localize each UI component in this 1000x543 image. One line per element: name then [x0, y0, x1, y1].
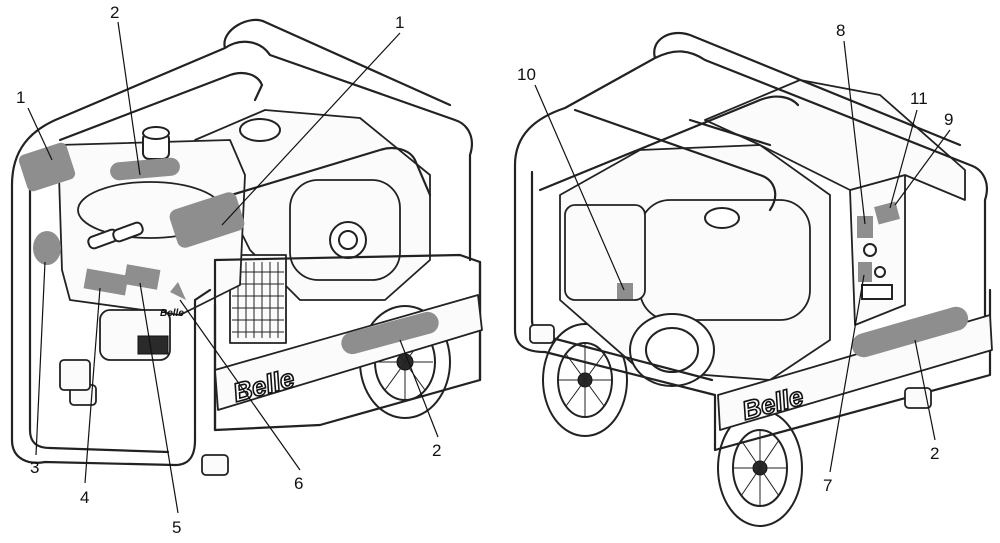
- right-generator-unit: Belle: [513, 32, 993, 527]
- callout-1-left-upper: 1: [16, 88, 25, 107]
- left-label-2a: [110, 157, 180, 181]
- left-label-2b: [341, 311, 439, 355]
- right-wheel-front: [717, 409, 803, 527]
- callout-10: 10: [517, 65, 536, 84]
- left-filler-cap: [142, 126, 170, 160]
- right-socket-plate: [861, 284, 893, 300]
- left-label-4: [83, 268, 129, 296]
- right-fuel-cap: [704, 207, 740, 229]
- callout-2-left-rail: 2: [432, 441, 441, 460]
- callout-4: 4: [80, 488, 89, 507]
- left-brand-small: Belle: [160, 308, 184, 319]
- left-label-5: [123, 264, 161, 290]
- left-label-6: [170, 282, 186, 300]
- callout-11: 11: [910, 89, 928, 108]
- callout-5: 5: [172, 518, 181, 537]
- callout-3: 3: [30, 458, 39, 477]
- callout-2-right-rail: 2: [930, 444, 939, 463]
- callout-7: 7: [823, 476, 832, 495]
- leader-lines: [27, 21, 951, 514]
- right-label-8: [857, 216, 873, 238]
- left-generator-unit: Belle Belle: [10, 18, 483, 476]
- callout-numbers: 1 2 1 3 4 5 6 2 10 8 11 9 7 2: [16, 3, 953, 537]
- right-label-7: [858, 262, 872, 282]
- left-label-3: [33, 231, 61, 265]
- callout-8: 8: [836, 21, 845, 40]
- left-pump: [99, 309, 171, 361]
- callout-6: 6: [294, 474, 303, 493]
- right-label-10: [617, 283, 633, 299]
- right-foot-rear: [529, 324, 555, 344]
- right-control-panel: [849, 174, 906, 326]
- left-label-1a: [18, 142, 76, 192]
- right-foot-front: [904, 387, 932, 409]
- left-fuel-cap: [239, 118, 281, 142]
- right-label-9: [874, 201, 900, 225]
- callout-1-left-right: 1: [395, 13, 404, 32]
- left-label-1b: [169, 192, 245, 248]
- left-hose-couplings: [87, 221, 144, 250]
- right-label-2c: [851, 306, 969, 358]
- callout-9: 9: [944, 110, 953, 129]
- right-switch: [863, 243, 877, 257]
- callout-2-left-top: 2: [110, 3, 119, 22]
- left-foot-front: [201, 454, 229, 476]
- left-cooling-grille: [229, 254, 287, 344]
